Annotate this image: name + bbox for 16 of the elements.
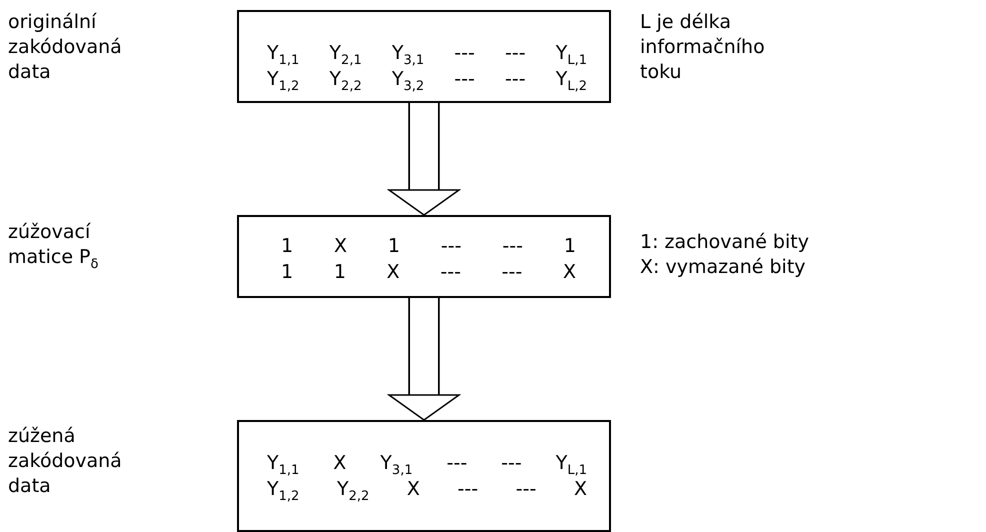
matrix-row-text: Y$_{1,1}$ X Y$_{3,1}$ --- --- Y$_{L,1}$	[267, 452, 587, 480]
matrix-row: 1 1 X --- --- X	[281, 261, 576, 283]
side-note: 1: zachované bity X: vymazané bity	[640, 230, 810, 280]
matrix-row-text: Y$_{1,1}$ Y$_{2,1}$ Y$_{3,1}$ --- --- Y$_{L,1}$	[267, 42, 587, 70]
process-box	[237, 420, 611, 532]
matrix-row-text: Y$_{1,2}$ Y$_{2,2}$ Y$_{3,2}$ --- --- Y$_{L,2}$	[267, 68, 587, 96]
side-note: originální zakódovaná data	[8, 10, 123, 85]
block-arrow	[388, 298, 460, 421]
process-box	[237, 10, 611, 103]
process-box	[237, 215, 611, 298]
side-note: zúžená zakódovaná data	[8, 424, 123, 499]
side-note: zúžovací matice P$_{δ}$	[8, 220, 100, 274]
matrix-row-text: Y$_{1,2}$ Y$_{2,2}$ X --- --- X	[267, 478, 587, 506]
side-note: L je délka informačního toku	[640, 10, 766, 85]
block-arrow	[388, 103, 460, 216]
matrix-row: 1 X 1 --- --- 1	[281, 235, 576, 257]
